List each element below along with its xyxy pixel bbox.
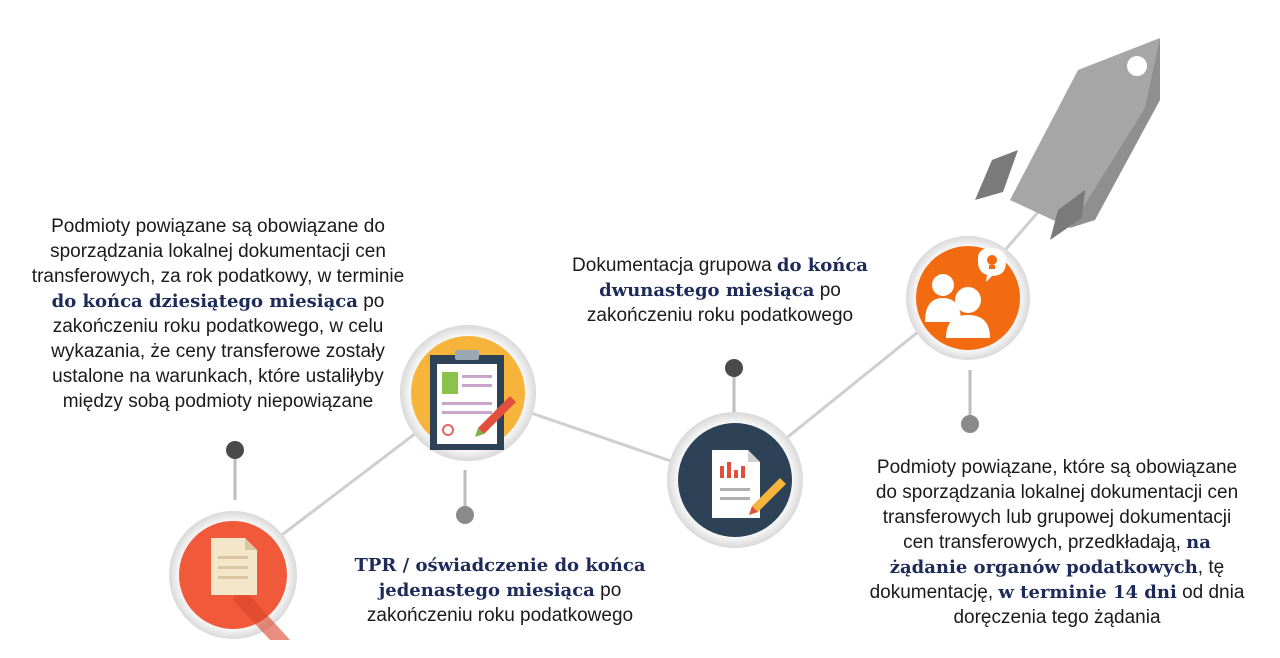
text-line: do końca dziesiątego miesiąca po [8,289,428,314]
text-fragment: po [594,580,622,601]
text-line: jedenastego miesiąca po [330,578,670,603]
text-line: zakończeniu roku podatkowego [586,305,854,326]
deadline-on-request: Podmioty powiązane, które są obowiązane … [842,455,1272,630]
deadline-group-documentation: Dokumentacja grupowa do końca dwunastego… [545,253,895,328]
emphasis: jedenastego miesiąca [378,580,595,601]
step-2-icon [400,325,536,461]
text-fragment: od dnia [1176,582,1245,603]
emphasis: do końca dziesiątego miesiąca [51,291,358,312]
emphasis: na [1186,532,1211,553]
text-line: Podmioty powiązane, które są obowiązane [876,457,1238,478]
text-line: zakończeniu roku podatkowego, w celu [52,316,384,337]
text-line: Dokumentacja grupowa do końca [545,253,895,278]
text-line: dwunastego miesiąca po [545,278,895,303]
step-1-icon [169,511,297,640]
emphasis: TPR / oświadczenie do końca [354,555,646,576]
pin-4 [961,370,979,433]
text-line: transferowych lub grupowej dokumentacji [882,507,1232,528]
text-line: między sobą podmioty niepowiązane [62,391,374,412]
text-fragment: Dokumentacja grupowa [572,255,777,276]
text-line: doręczenia tego żądania [953,607,1161,628]
text-fragment: , tę [1197,557,1225,578]
pin-2 [456,470,474,524]
text-line: do sporządzania lokalnej dokumentacji ce… [875,482,1239,503]
emphasis: żądanie organów podatkowych [889,557,1198,578]
pin-3 [725,359,743,412]
text-line: wykazania, że ceny transferowe zostały [51,341,385,362]
deadline-local-documentation: Podmioty powiązane są obowiązane do spor… [8,214,428,414]
emphasis: w terminie 14 dni [998,582,1177,603]
emphasis: do końca [776,255,868,276]
text-line: Podmioty powiązane są obowiązane do [51,216,385,237]
step-3-icon [667,412,803,548]
text-line: dokumentację, w terminie 14 dni od dnia [842,580,1272,605]
people-ideas-icon [925,248,1006,338]
text-line: transferowych, za rok podatkowy, w termi… [31,266,405,287]
text-line: sporządzania lokalnej dokumentacji cen [50,241,386,262]
deadline-tpr: TPR / oświadczenie do końca jedenastego … [330,553,670,628]
text-line: zakończeniu roku podatkowego [366,605,634,626]
text-fragment: po [814,280,841,301]
rocket-icon [975,38,1160,240]
emphasis: dwunastego miesiąca [599,280,815,301]
clipboard-checklist-icon [430,350,516,450]
text-line: żądanie organów podatkowych, tę [842,555,1272,580]
text-line: cen transferowych, przedkładają, na [842,530,1272,555]
text-line: ustalone na warunkach, które ustaliłyby [52,366,384,387]
report-chart-icon [712,450,786,518]
text-fragment: po [357,291,385,312]
pin-1 [226,441,244,500]
text-fragment: cen transferowych, przedkładają, [903,532,1187,553]
document-icon [211,538,257,595]
step-4-icon [906,236,1030,360]
text-line: TPR / oświadczenie do końca [330,553,670,578]
text-fragment: dokumentację, [869,582,999,603]
